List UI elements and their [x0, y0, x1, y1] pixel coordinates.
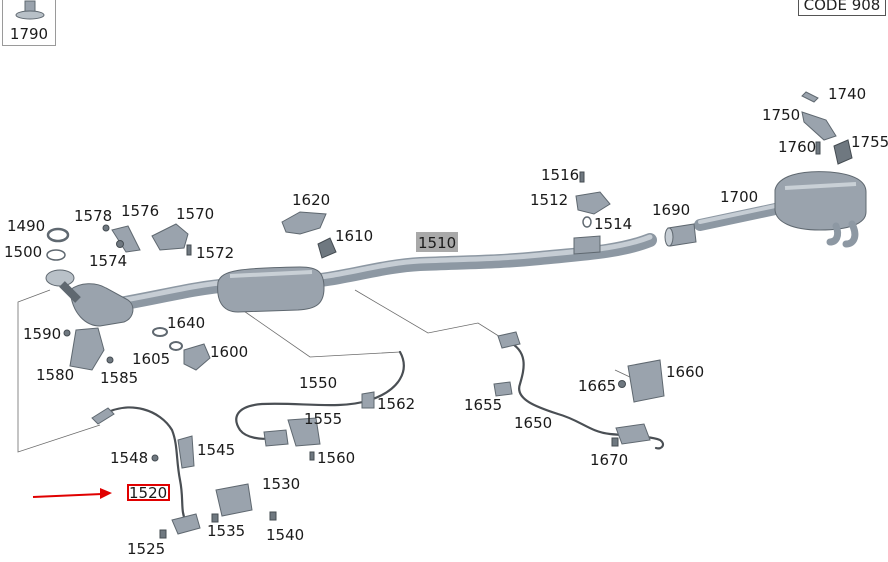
nox-sensor-1650[interactable] [497, 331, 665, 450]
label-1578[interactable]: 1578 [74, 207, 112, 225]
rubber-mount-1755[interactable] [833, 139, 853, 165]
label-1690[interactable]: 1690 [652, 201, 690, 219]
pipe-clamp-1690[interactable] [664, 223, 697, 247]
clip-1740[interactable] [801, 91, 819, 103]
selection-box-1520 [127, 484, 170, 501]
center-silencer[interactable] [217, 266, 325, 313]
bolt-1590[interactable] [63, 329, 71, 337]
bolt-1560[interactable] [309, 451, 315, 461]
label-1525[interactable]: 1525 [127, 540, 165, 558]
gasket-1640[interactable] [152, 327, 168, 337]
label-1700[interactable]: 1700 [720, 188, 758, 206]
label-1562[interactable]: 1562 [377, 395, 415, 413]
clip-1655[interactable] [493, 381, 513, 397]
bolt-1572[interactable] [186, 244, 192, 256]
bracket-1530[interactable] [215, 483, 253, 517]
highlight-box-1510 [416, 232, 458, 252]
label-1640[interactable]: 1640 [167, 314, 205, 332]
part-thumbnail-1790[interactable]: 1790 [2, 0, 56, 46]
oxygen-sensor-1520[interactable] [91, 406, 201, 535]
label-1550[interactable]: 1550 [299, 374, 337, 392]
label-1576[interactable]: 1576 [121, 202, 159, 220]
label-1540[interactable]: 1540 [266, 526, 304, 544]
bolt-icon [15, 0, 45, 20]
rubber-mount-1610[interactable] [317, 237, 337, 259]
clamp-1490[interactable] [46, 227, 70, 243]
label-1750[interactable]: 1750 [762, 106, 800, 124]
label-1500[interactable]: 1500 [4, 243, 42, 261]
bolt-1525[interactable] [159, 529, 167, 539]
gasket-1605[interactable] [169, 341, 183, 351]
label-1610[interactable]: 1610 [335, 227, 373, 245]
label-1740[interactable]: 1740 [828, 85, 866, 103]
label-1585[interactable]: 1585 [100, 369, 138, 387]
bolt-1670[interactable] [611, 437, 619, 447]
valve-1600[interactable] [183, 343, 211, 371]
bracket-1576[interactable] [111, 225, 141, 253]
nut-1665[interactable] [618, 380, 626, 388]
gasket-1500[interactable] [46, 249, 66, 261]
label-1520[interactable]: 1520 [129, 484, 167, 502]
label-1530[interactable]: 1530 [262, 475, 300, 493]
bolt-1516[interactable] [579, 171, 585, 183]
label-1760[interactable]: 1760 [778, 138, 816, 156]
nox-sensor-1550[interactable] [235, 350, 405, 447]
label-1560[interactable]: 1560 [317, 449, 355, 467]
pointer-arrow-icon [32, 488, 112, 499]
label-1665[interactable]: 1665 [578, 377, 616, 395]
leader-lines [17, 289, 633, 453]
nut-1585[interactable] [106, 356, 114, 364]
clip-1545[interactable] [177, 435, 195, 469]
label-1655[interactable]: 1655 [464, 396, 502, 414]
part-labels: 1490 1500 1510 1512 1514 1516 1520 1525 … [4, 85, 888, 558]
label-1572[interactable]: 1572 [196, 244, 234, 262]
rear-muffler[interactable] [774, 171, 867, 248]
label-1548[interactable]: 1548 [110, 449, 148, 467]
bolt-1535[interactable] [211, 513, 219, 523]
label-1620[interactable]: 1620 [292, 191, 330, 209]
nut-1574[interactable] [116, 240, 124, 248]
hanger-1570[interactable] [151, 223, 189, 251]
bracket-1555[interactable] [287, 417, 321, 447]
label-1605[interactable]: 1605 [132, 350, 170, 368]
label-1650[interactable]: 1650 [514, 414, 552, 432]
label-1555[interactable]: 1555 [304, 410, 342, 428]
label-1514[interactable]: 1514 [594, 215, 632, 233]
bracket-1580[interactable] [69, 327, 105, 371]
part-number-1790: 1790 [9, 25, 49, 43]
label-1535[interactable]: 1535 [207, 522, 245, 540]
clip-1548[interactable] [151, 454, 159, 462]
label-1590[interactable]: 1590 [23, 325, 61, 343]
catalytic-converter[interactable] [45, 269, 134, 327]
label-1670[interactable]: 1670 [590, 451, 628, 469]
bracket-mount-1510[interactable] [573, 235, 601, 255]
label-1510[interactable]: 1510 [418, 234, 456, 252]
bolt-1540[interactable] [269, 511, 277, 521]
label-1570[interactable]: 1570 [176, 205, 214, 223]
bracket-1660[interactable] [627, 359, 665, 403]
label-1574[interactable]: 1574 [89, 252, 127, 270]
label-1516[interactable]: 1516 [541, 166, 579, 184]
label-1580[interactable]: 1580 [36, 366, 74, 384]
bracket-1620[interactable] [281, 211, 327, 235]
clip-1562[interactable] [361, 391, 375, 409]
hose-1514[interactable] [582, 216, 592, 228]
label-1660[interactable]: 1660 [666, 363, 704, 381]
label-1755[interactable]: 1755 [851, 133, 888, 151]
bolt-1578[interactable] [102, 224, 110, 232]
bolt-1760[interactable] [815, 141, 821, 155]
label-1600[interactable]: 1600 [210, 343, 248, 361]
label-1545[interactable]: 1545 [197, 441, 235, 459]
main-pipe[interactable] [88, 202, 786, 315]
pressure-sensor-1512[interactable] [575, 191, 611, 215]
hanger-1750[interactable] [801, 111, 837, 141]
label-1490[interactable]: 1490 [7, 217, 45, 235]
code-badge: CODE 908 [798, 0, 886, 16]
label-1512[interactable]: 1512 [530, 191, 568, 209]
